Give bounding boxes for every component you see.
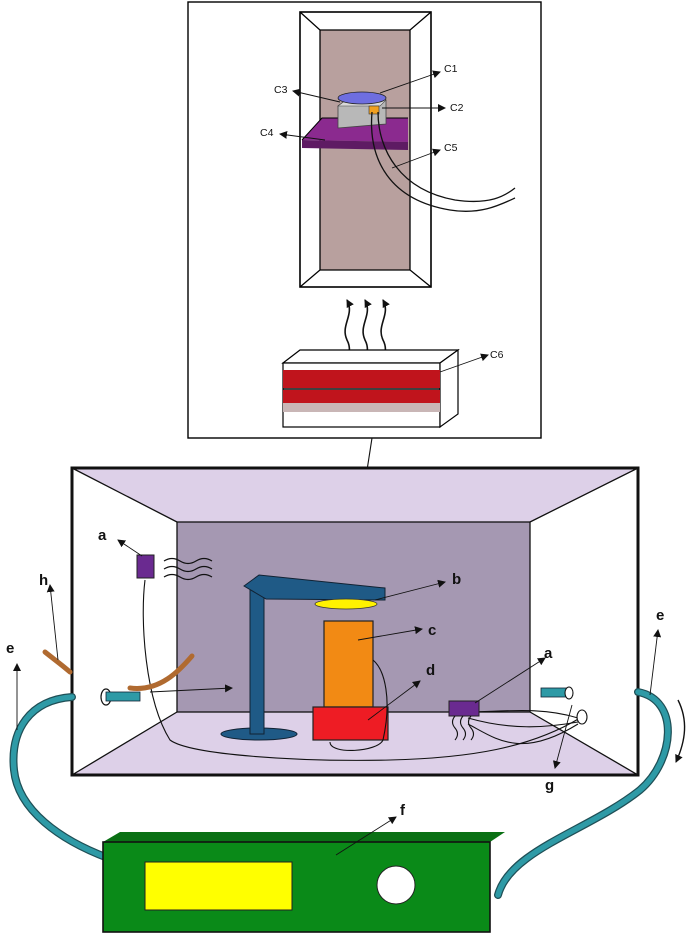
sensor-c2	[368, 105, 380, 115]
e-right-leader	[649, 629, 662, 696]
c4-leader	[279, 130, 326, 141]
label-b: b	[452, 571, 461, 588]
sample-disc-b	[314, 598, 378, 610]
heater-plate-bottom	[283, 390, 440, 403]
control-knob	[376, 865, 416, 905]
chamber-wires	[142, 579, 581, 761]
d-leader	[367, 680, 421, 721]
b-leader	[374, 579, 446, 601]
h-leader	[46, 584, 59, 661]
column-back-panel	[320, 30, 410, 270]
label-g: g	[545, 777, 554, 794]
flow-direction-arrow	[675, 699, 686, 763]
label-c5: C5	[444, 142, 458, 154]
heater-block-d	[312, 706, 389, 741]
detail-inset: C1 C2 C3 C4 C5 C6	[187, 1, 542, 439]
humidifier-a-left	[136, 554, 155, 579]
label-e-left: e	[6, 640, 14, 657]
label-c4: C4	[260, 127, 274, 139]
cable-c5	[370, 111, 516, 212]
c3-leader	[292, 88, 341, 103]
f-leader	[335, 816, 397, 856]
label-d: d	[426, 662, 435, 679]
label-c3: C3	[274, 84, 288, 96]
rod-h	[42, 649, 73, 675]
sample-disc-c1	[337, 91, 387, 105]
label-c1: C1	[444, 63, 458, 75]
label-c2: C2	[450, 102, 464, 114]
g-leader	[552, 704, 573, 769]
label-a-right: a	[544, 645, 553, 662]
rod-inside	[127, 653, 195, 691]
heating-column-c	[323, 620, 374, 708]
c-leader	[357, 626, 423, 641]
right-airflow-waves	[451, 715, 475, 741]
label-e-right: e	[656, 607, 664, 624]
label-a-left: a	[98, 527, 107, 544]
display-screen	[144, 861, 293, 911]
c6-leader	[439, 353, 489, 373]
left-pipe-stub	[105, 691, 141, 702]
label-c: c	[428, 622, 436, 639]
support-stand	[220, 574, 386, 741]
humidifier-a-right	[448, 700, 480, 717]
chamber-right-wall	[530, 468, 638, 775]
control-unit-f	[102, 832, 505, 933]
label-h: h	[39, 572, 48, 589]
heater-box-c6	[281, 348, 460, 429]
c5-leader	[391, 148, 441, 169]
label-c6: C6	[490, 349, 504, 361]
a-left-leader	[117, 539, 143, 557]
sample-holder	[337, 91, 387, 129]
c1-leader	[379, 70, 441, 94]
cable-port	[576, 709, 588, 725]
a-right-leader	[474, 657, 546, 704]
heater-plate-top	[283, 370, 440, 388]
label-f: f	[400, 802, 406, 819]
chamber-left-wall	[72, 468, 177, 775]
right-pipe-port	[564, 686, 574, 700]
left-airflow-waves	[163, 557, 213, 581]
